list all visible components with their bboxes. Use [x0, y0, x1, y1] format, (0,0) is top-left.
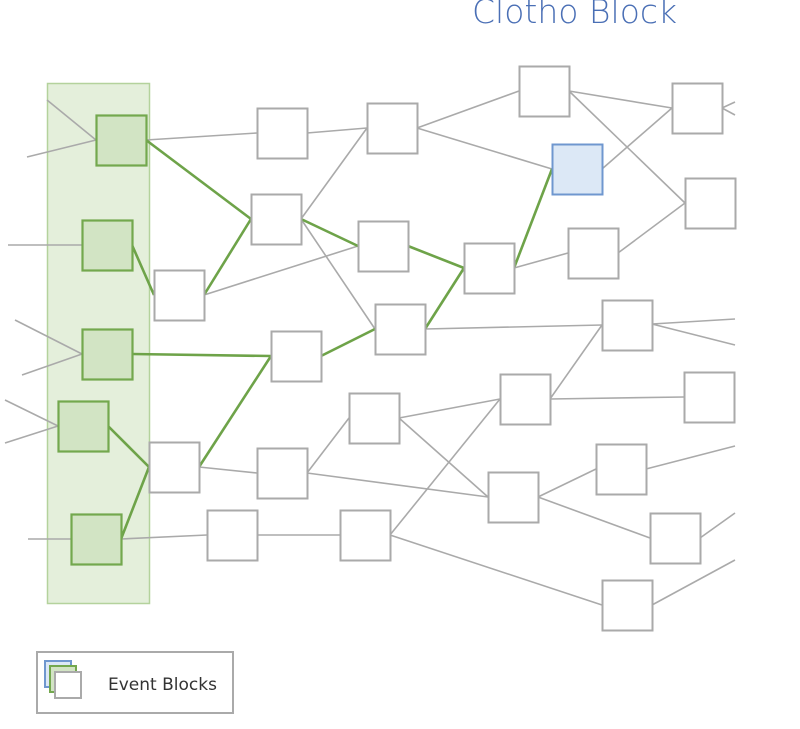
- edge-d1-h1: [203, 245, 359, 296]
- event-block-c1: [250, 193, 303, 246]
- root-path-edge-r2-d1: [130, 244, 156, 296]
- edge-stub-10: [651, 318, 736, 325]
- edge-f1-g1: [198, 466, 258, 474]
- event-block-y1: [601, 579, 654, 632]
- edge-r5-l1: [120, 534, 208, 540]
- diagram-title: Clotho Block: [472, 0, 678, 31]
- edge-stub-3: [14, 319, 83, 355]
- edge-r1-a1: [145, 132, 258, 141]
- edge-stub-0: [46, 99, 97, 141]
- event-block-a1: [256, 107, 309, 160]
- edge-b1-clotho: [416, 127, 553, 170]
- root-path-edge-r3-e1: [131, 352, 272, 358]
- edge-m1-n1: [398, 398, 501, 419]
- root-path-edge-e1-i1: [320, 327, 376, 358]
- event-block-l1: [206, 509, 259, 562]
- edge-i1-q1: [424, 324, 603, 330]
- edge-c1-i1: [300, 218, 376, 330]
- event-block-j1: [463, 242, 516, 295]
- event-block-q1: [601, 299, 654, 352]
- event-block-h1: [357, 220, 410, 273]
- event-block-x1: [649, 512, 702, 565]
- edge-s1-n1: [389, 398, 501, 536]
- clotho-block-clotho: [551, 143, 604, 196]
- edge-c1-b1: [300, 127, 368, 220]
- edge-g1-o1: [306, 472, 489, 498]
- edge-s1-y1: [389, 534, 603, 606]
- edge-o1-w1: [537, 468, 597, 498]
- legend-event-swatch: [54, 671, 82, 699]
- event-block-i1: [374, 303, 427, 356]
- edge-n1-q1: [549, 324, 603, 400]
- edge-layer: [107, 90, 686, 606]
- root-event-block-r2: [81, 219, 134, 272]
- edge-a1-b1: [306, 127, 368, 134]
- root-path-edge-r1-c1: [145, 138, 252, 221]
- root-event-block-r1: [95, 114, 148, 167]
- edge-stub-9: [721, 107, 736, 116]
- edge-g1-m1: [306, 417, 350, 474]
- edge-p1-u1: [617, 202, 686, 254]
- event-block-f1: [148, 441, 201, 494]
- root-path-edge-i1-j1: [423, 267, 466, 330]
- event-block-s1: [339, 509, 392, 562]
- root-path-edge-j1-clotho: [512, 168, 554, 269]
- edge-stub-5: [4, 399, 59, 427]
- offscreen-edge-stubs: [4, 99, 736, 606]
- root-path-edge-f1-e1: [197, 355, 273, 468]
- edge-clotho-t1: [601, 107, 673, 170]
- edge-stub-8: [721, 101, 736, 109]
- legend: Event Blocks: [36, 651, 234, 714]
- edge-stub-11: [651, 323, 736, 346]
- edge-k1-t1: [568, 90, 673, 109]
- edge-stub-4: [21, 353, 83, 376]
- edge-o1-x1: [537, 496, 651, 539]
- root-event-block-r5: [70, 513, 123, 566]
- root-path-edge-c1-h1: [300, 217, 359, 248]
- event-block-n1: [499, 373, 552, 426]
- root-path-edge-h1-j1: [407, 244, 465, 270]
- edge-stub-13: [699, 512, 736, 539]
- event-block-u1: [684, 177, 737, 230]
- root-path-edge-r5-f1: [119, 466, 151, 540]
- legend-label: Event Blocks: [108, 675, 217, 695]
- edge-stub-1: [26, 139, 97, 158]
- edge-stub-14: [651, 559, 736, 606]
- event-block-e1: [270, 330, 323, 383]
- edge-j1-p1: [513, 252, 569, 269]
- edge-stub-6: [4, 425, 59, 444]
- event-block-v1: [683, 371, 736, 424]
- event-block-m1: [348, 392, 401, 445]
- event-block-d1: [153, 269, 206, 322]
- edge-b1-k1: [416, 90, 520, 129]
- edge-stub-12: [645, 445, 736, 470]
- edge-m1-o1: [398, 417, 489, 498]
- event-block-k1: [518, 65, 571, 118]
- event-block-b1: [366, 102, 419, 155]
- event-block-t1: [671, 82, 724, 135]
- root-event-block-r3: [81, 328, 134, 381]
- edge-n1-v1: [549, 396, 685, 400]
- event-block-w1: [595, 443, 648, 496]
- root-path-edge-r4-f1: [107, 425, 150, 468]
- root-path-edge-d1-c1: [202, 218, 253, 296]
- event-block-g1: [256, 447, 309, 500]
- event-block-p1: [567, 227, 620, 280]
- node-layer: [57, 65, 737, 632]
- event-block-o1: [487, 471, 540, 524]
- event-dag-diagram: [4, 65, 737, 632]
- root-event-block-r4: [57, 400, 110, 453]
